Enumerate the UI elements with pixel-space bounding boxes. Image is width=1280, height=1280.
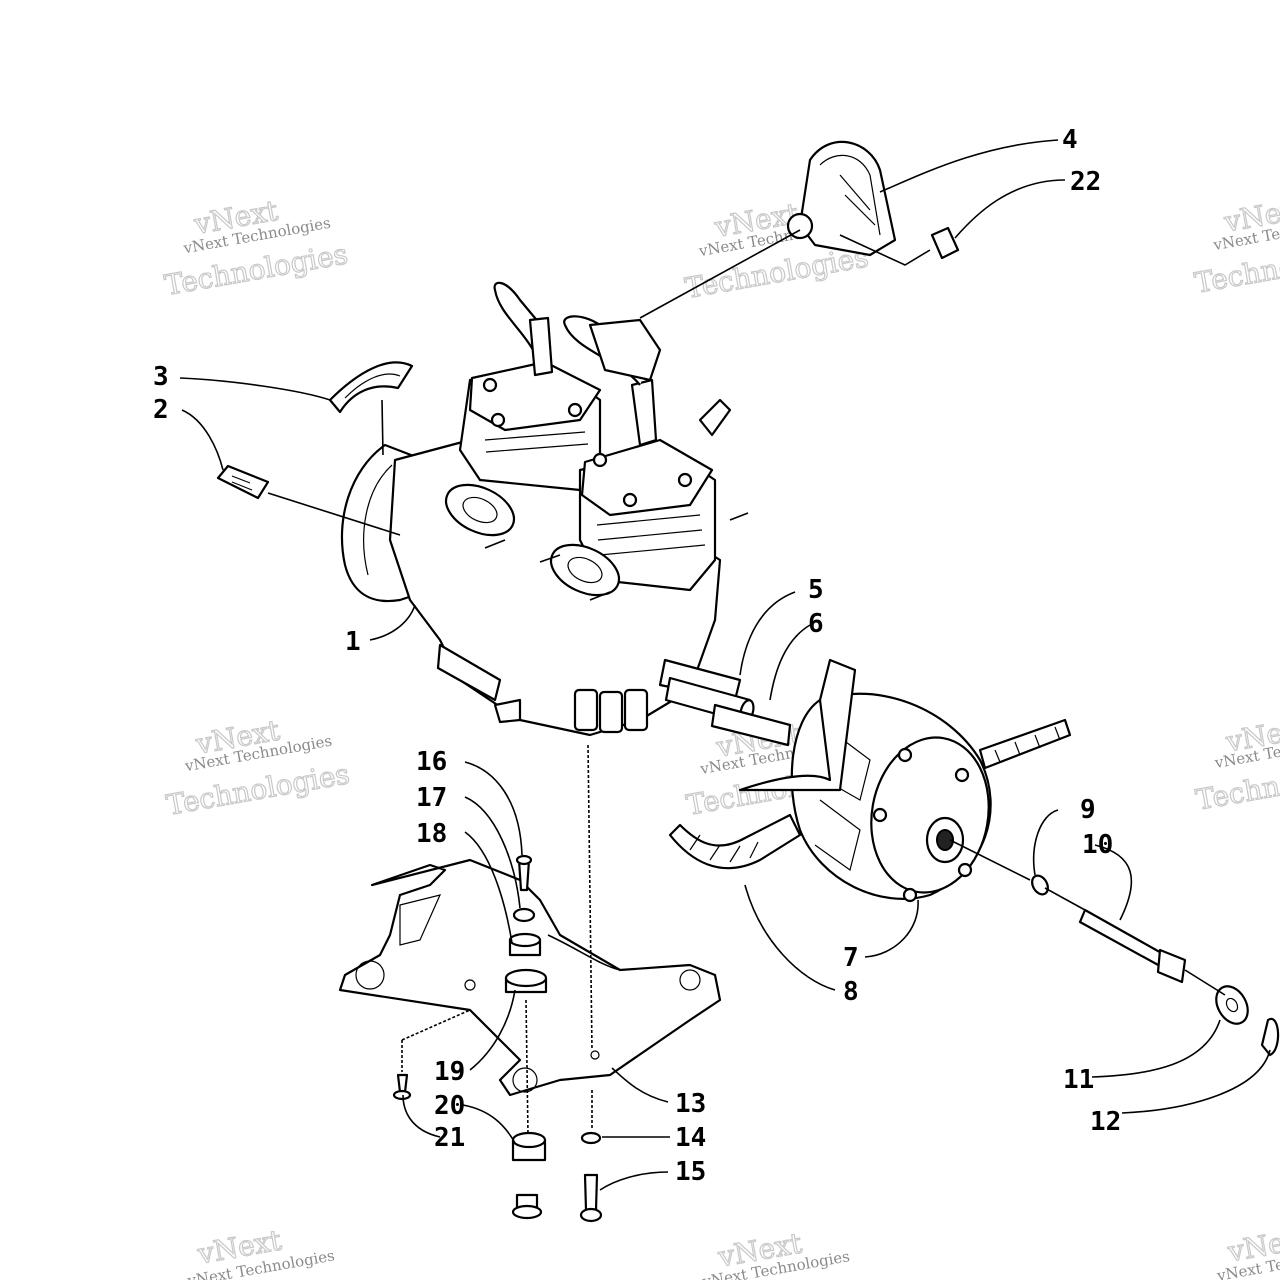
watermark-top-right: vNext vNext Technologies Technologies bbox=[1192, 191, 1280, 301]
rubber-mount-19 bbox=[504, 968, 548, 994]
watermark-bottom-right: vNext vNext Technologies bbox=[1215, 1221, 1280, 1280]
washer-11 bbox=[1215, 985, 1249, 1025]
nut bbox=[930, 226, 960, 260]
crankcase-bosses bbox=[436, 643, 649, 734]
drive-belt bbox=[668, 658, 1072, 870]
coolant-fitting bbox=[588, 318, 662, 382]
callout-19: 19 bbox=[434, 1057, 465, 1087]
callout-7: 7 bbox=[843, 943, 859, 973]
callout-15: 15 bbox=[675, 1157, 706, 1187]
washer-14 bbox=[580, 1131, 602, 1145]
callout-4: 4 bbox=[1062, 125, 1078, 155]
callout-22: 22 bbox=[1070, 167, 1101, 197]
watermark-middle-right: vNext vNext Technologies Technologies bbox=[1193, 711, 1280, 818]
clutch-bolts bbox=[872, 747, 973, 903]
callout-10: 10 bbox=[1082, 830, 1113, 860]
callout-9: 9 bbox=[1080, 795, 1096, 825]
cap-12 bbox=[1260, 1017, 1280, 1057]
leader-lines bbox=[179, 139, 1271, 1191]
mount-bolt-16 bbox=[515, 854, 533, 892]
engine-assembly bbox=[340, 281, 749, 737]
watermark-bottom-center: vNext vNext Technologies bbox=[700, 1226, 851, 1280]
callout-1: 1 bbox=[345, 627, 361, 657]
drive-shaft-key bbox=[710, 703, 792, 747]
decal-small bbox=[216, 464, 270, 500]
washer-17 bbox=[512, 907, 536, 923]
recoil-starter-rim bbox=[363, 464, 393, 576]
watermark-bottom-left: vNext vNext Technologies bbox=[185, 1223, 336, 1280]
mounting-bracket bbox=[786, 140, 897, 257]
decal-label bbox=[328, 361, 414, 414]
callout-21: 21 bbox=[434, 1123, 465, 1153]
clutch-bolt-10 bbox=[1078, 908, 1187, 984]
spark-plug-cap-right bbox=[630, 378, 658, 447]
callout-16: 16 bbox=[416, 747, 447, 777]
callout-17: 17 bbox=[416, 783, 447, 813]
mount-spacer-20 bbox=[511, 1131, 547, 1162]
head-bolts bbox=[482, 377, 693, 508]
lock-washer-9 bbox=[1031, 874, 1049, 896]
callout-numbers: 1 2 3 4 5 6 7 8 9 10 11 12 13 14 15 16 1… bbox=[153, 125, 1121, 1187]
callout-13: 13 bbox=[675, 1089, 706, 1119]
callout-11: 11 bbox=[1063, 1065, 1094, 1095]
cylinder-head-right bbox=[580, 438, 714, 517]
exhaust-outlet bbox=[698, 398, 732, 437]
spark-plug-cap-left bbox=[528, 316, 554, 377]
callout-14: 14 bbox=[675, 1123, 706, 1153]
callout-20: 20 bbox=[434, 1091, 465, 1121]
intake-flange-right bbox=[549, 543, 621, 597]
belt-teeth bbox=[689, 726, 1061, 863]
callout-2: 2 bbox=[153, 395, 169, 425]
callout-12: 12 bbox=[1090, 1107, 1121, 1137]
watermark-top-left: vNext vNext Technologies Technologies bbox=[161, 193, 350, 303]
bolt-15 bbox=[579, 1173, 603, 1223]
cooling-fins bbox=[484, 431, 706, 556]
callout-3: 3 bbox=[153, 362, 169, 392]
callout-6: 6 bbox=[808, 609, 824, 639]
callout-8: 8 bbox=[843, 977, 859, 1007]
mount-bushing bbox=[511, 1193, 543, 1220]
callout-5: 5 bbox=[808, 575, 824, 605]
spacer-18 bbox=[508, 932, 542, 957]
watermark-middle-left: vNext vNext Technologies Technologies bbox=[163, 713, 352, 823]
intake-studs bbox=[484, 512, 749, 601]
callout-18: 18 bbox=[416, 819, 447, 849]
intake-flange-left bbox=[444, 483, 516, 537]
bolt-21 bbox=[392, 1073, 412, 1101]
